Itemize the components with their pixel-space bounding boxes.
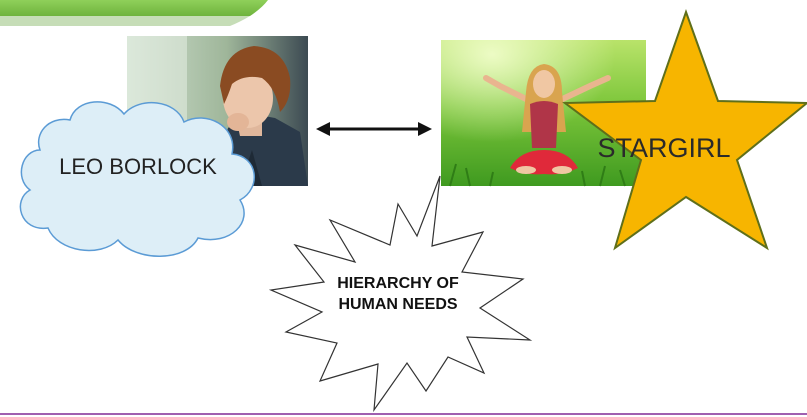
hierarchy-label-line-2: HUMAN NEEDS <box>338 296 457 313</box>
double-arrow-connector <box>316 122 432 136</box>
leo-label: LEO BORLOCK <box>59 154 217 179</box>
hierarchy-explosion: HIERARCHY OF HUMAN NEEDS <box>268 175 533 413</box>
stargirl-label: STARGIRL <box>597 133 730 163</box>
header-tab <box>0 0 268 16</box>
header-tab-shade <box>0 16 250 26</box>
stargirl-star: STARGIRL <box>562 9 807 251</box>
leo-cloud: LEO BORLOCK <box>19 101 255 257</box>
hierarchy-label-line-1: HIERARCHY OF <box>337 275 459 292</box>
girl-photo <box>441 40 646 187</box>
